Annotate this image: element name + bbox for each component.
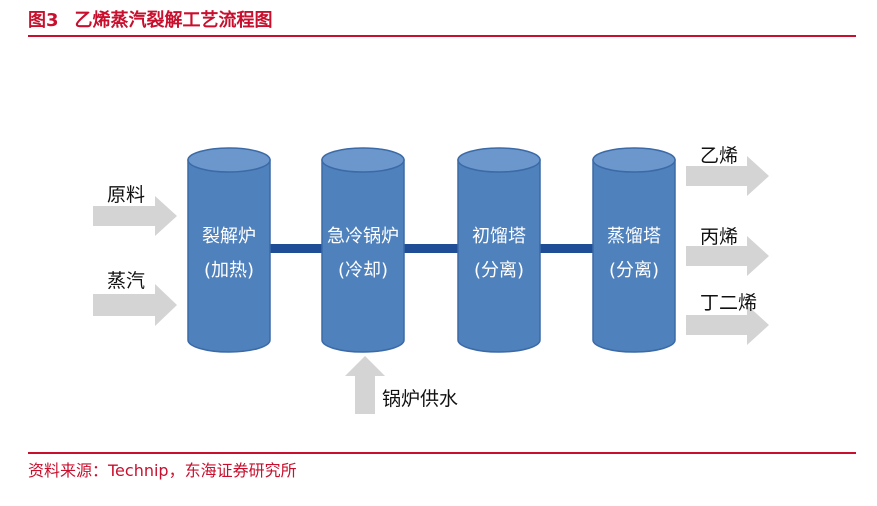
header-divider xyxy=(28,35,856,37)
arrow-input-steam xyxy=(93,284,177,326)
boiler-feed-water-label: 锅炉供水 xyxy=(382,388,459,410)
input-label-steam: 蒸汽 xyxy=(107,270,146,292)
unit-distillation-tower-label: 蒸馏塔 (分离) xyxy=(589,220,679,288)
unit-distillation-tower xyxy=(592,147,676,353)
unit-name: 急冷锅炉 xyxy=(327,226,399,247)
output-label-ethylene: 乙烯 xyxy=(700,145,739,167)
unit-cracking-furnace xyxy=(187,147,271,353)
arrow-output-butadiene xyxy=(686,305,769,345)
unit-name: 蒸馏塔 xyxy=(607,226,661,247)
unit-sub: (冷却) xyxy=(337,260,389,281)
output-label-propylene: 丙烯 xyxy=(700,226,739,248)
arrow-input-feedstock xyxy=(93,196,177,236)
figure-number: 图3 xyxy=(28,10,59,31)
unit-cracking-furnace-label: 裂解炉 (加热) xyxy=(184,220,274,288)
unit-quench-boiler xyxy=(321,147,405,353)
connector-1-2 xyxy=(270,244,322,253)
input-label-feedstock: 原料 xyxy=(107,184,146,206)
unit-sub: (分离) xyxy=(608,260,660,281)
footer-divider xyxy=(28,452,856,454)
unit-sub: (分离) xyxy=(473,260,525,281)
figure-title: 图3 乙烯蒸汽裂解工艺流程图 xyxy=(28,6,273,32)
arrow-output-ethylene xyxy=(686,156,769,196)
figure-title-text: 乙烯蒸汽裂解工艺流程图 xyxy=(74,10,273,31)
unit-primary-fractionator xyxy=(457,147,541,353)
unit-sub: (加热) xyxy=(203,260,255,281)
arrow-boiler-feed-water xyxy=(345,356,385,414)
unit-name: 初馏塔 xyxy=(472,226,526,247)
source-note: 资料来源：Technip，东海证券研究所 xyxy=(28,461,297,480)
unit-name: 裂解炉 xyxy=(202,226,256,247)
connector-3-4 xyxy=(539,244,594,253)
output-label-butadiene: 丁二烯 xyxy=(700,292,758,314)
connector-2-3 xyxy=(404,244,459,253)
unit-primary-fractionator-label: 初馏塔 (分离) xyxy=(454,220,544,288)
unit-quench-boiler-label: 急冷锅炉 (冷却) xyxy=(318,220,408,288)
arrow-output-propylene xyxy=(686,236,769,276)
